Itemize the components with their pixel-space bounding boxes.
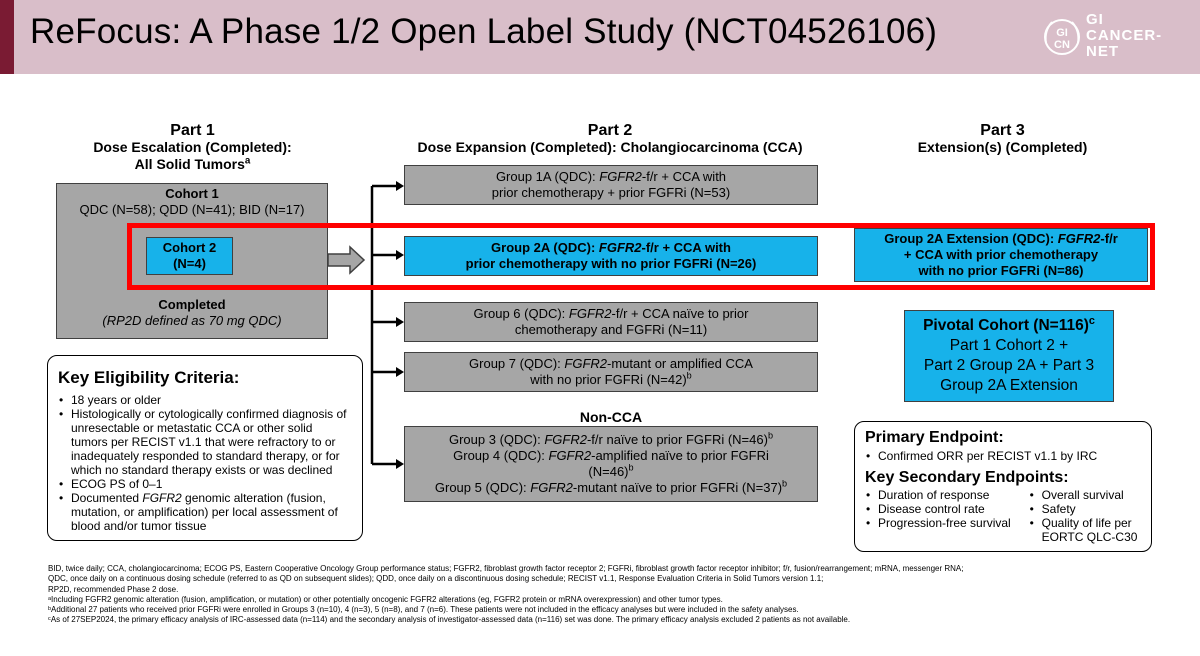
eligibility-item: Documented FGFR2 genomic alteration (fus… — [58, 491, 352, 533]
part1-header: Part 1 Dose Escalation (Completed): All … — [93, 122, 292, 172]
eligibility-title: Key Eligibility Criteria: — [58, 368, 240, 387]
eligibility-box: Key Eligibility Criteria: 18 years or ol… — [47, 355, 363, 541]
footnote: RP2D, recommended Phase 2 dose. — [48, 584, 179, 594]
eligibility-item: ECOG PS of 0–1 — [58, 477, 352, 491]
secondary-item: Disease control rate — [865, 502, 1029, 516]
gi-cancer-net-logo-icon: GI CN — [1044, 19, 1080, 55]
part2-header: Part 2 Dose Expansion (Completed): Chola… — [417, 122, 803, 155]
highlight-frame — [127, 223, 1155, 290]
footnote: BID, twice daily; CCA, cholangiocarcinom… — [48, 564, 964, 573]
endpoints-box: Primary Endpoint: Confirmed ORR per RECI… — [854, 421, 1152, 552]
secondary-item: Progression-free survival — [865, 516, 1029, 530]
secondary-list-right: Overall survival Safety Quality of life … — [1029, 488, 1143, 544]
header-bar — [0, 0, 1200, 74]
svg-text:CN: CN — [1054, 39, 1070, 51]
completed-text: Completed (RP2D defined as 70 mg QDC) — [102, 297, 282, 328]
primary-endpoint-title: Primary Endpoint: — [865, 429, 1004, 446]
group2a-box: Group 2A (QDC): FGFR2-f/r + CCA with pri… — [404, 236, 818, 276]
pivotal-cohort-box: Pivotal Cohort (N=116)c Part 1 Cohort 2 … — [904, 310, 1114, 402]
eligibility-item: 18 years or older — [58, 393, 352, 407]
eligibility-item: Histologically or cytologically confirme… — [58, 407, 352, 477]
footnote: ᵃIncluding FGFR2 genomic alteration (fus… — [48, 594, 723, 604]
group7-box: Group 7 (QDC): FGFR2-mutant or amplified… — [404, 352, 818, 392]
secondary-list-left: Duration of response Disease control rat… — [865, 488, 1029, 544]
secondary-item: Duration of response — [865, 488, 1029, 502]
non-cca-label: Non-CCA — [579, 409, 643, 425]
part3-header: Part 3 Extension(s) (Completed) — [917, 122, 1088, 155]
group1a-box: Group 1A (QDC): FGFR2-f/r + CCA with pri… — [404, 165, 818, 205]
cohort1-text: Cohort 1 QDC (N=58); QDD (N=41); BID (N=… — [79, 186, 305, 217]
footnote: QDC, once daily on a continuous dosing s… — [48, 574, 824, 584]
secondary-endpoints-title: Key Secondary Endpoints: — [865, 469, 1069, 486]
logo-wordmark: GI CANCER- NET — [1086, 11, 1163, 60]
secondary-item: Overall survival — [1029, 488, 1143, 502]
footnote: ᶜAs of 27SEP2024, the primary efficacy a… — [48, 615, 851, 625]
bracket-connector — [370, 181, 404, 469]
right-arrow-icon — [327, 245, 366, 275]
cohort2-box: Cohort 2 (N=4) — [146, 237, 233, 275]
svg-text:GI: GI — [1056, 27, 1068, 39]
secondary-item: Quality of life per EORTC QLC-C30 — [1029, 516, 1143, 544]
group2a-extension-box: Group 2A Extension (QDC): FGFR2-f/r + CC… — [854, 228, 1148, 282]
header-accent — [0, 0, 14, 74]
slide-title: ReFocus: A Phase 1/2 Open Label Study (N… — [30, 12, 938, 51]
primary-endpoint-item: Confirmed ORR per RECIST v1.1 by IRC — [865, 449, 1143, 463]
group6-box: Group 6 (QDC): FGFR2-f/r + CCA naïve to … — [404, 302, 818, 342]
secondary-item: Safety — [1029, 502, 1143, 516]
non-cca-groups-box: Group 3 (QDC): FGFR2-f/r naïve to prior … — [404, 426, 818, 502]
footnote: ᵇAdditional 27 patients who received pri… — [48, 605, 799, 615]
footnotes: BID, twice daily; CCA, cholangiocarcinom… — [48, 564, 1168, 626]
eligibility-list: 18 years or older Histologically or cyto… — [58, 393, 352, 533]
